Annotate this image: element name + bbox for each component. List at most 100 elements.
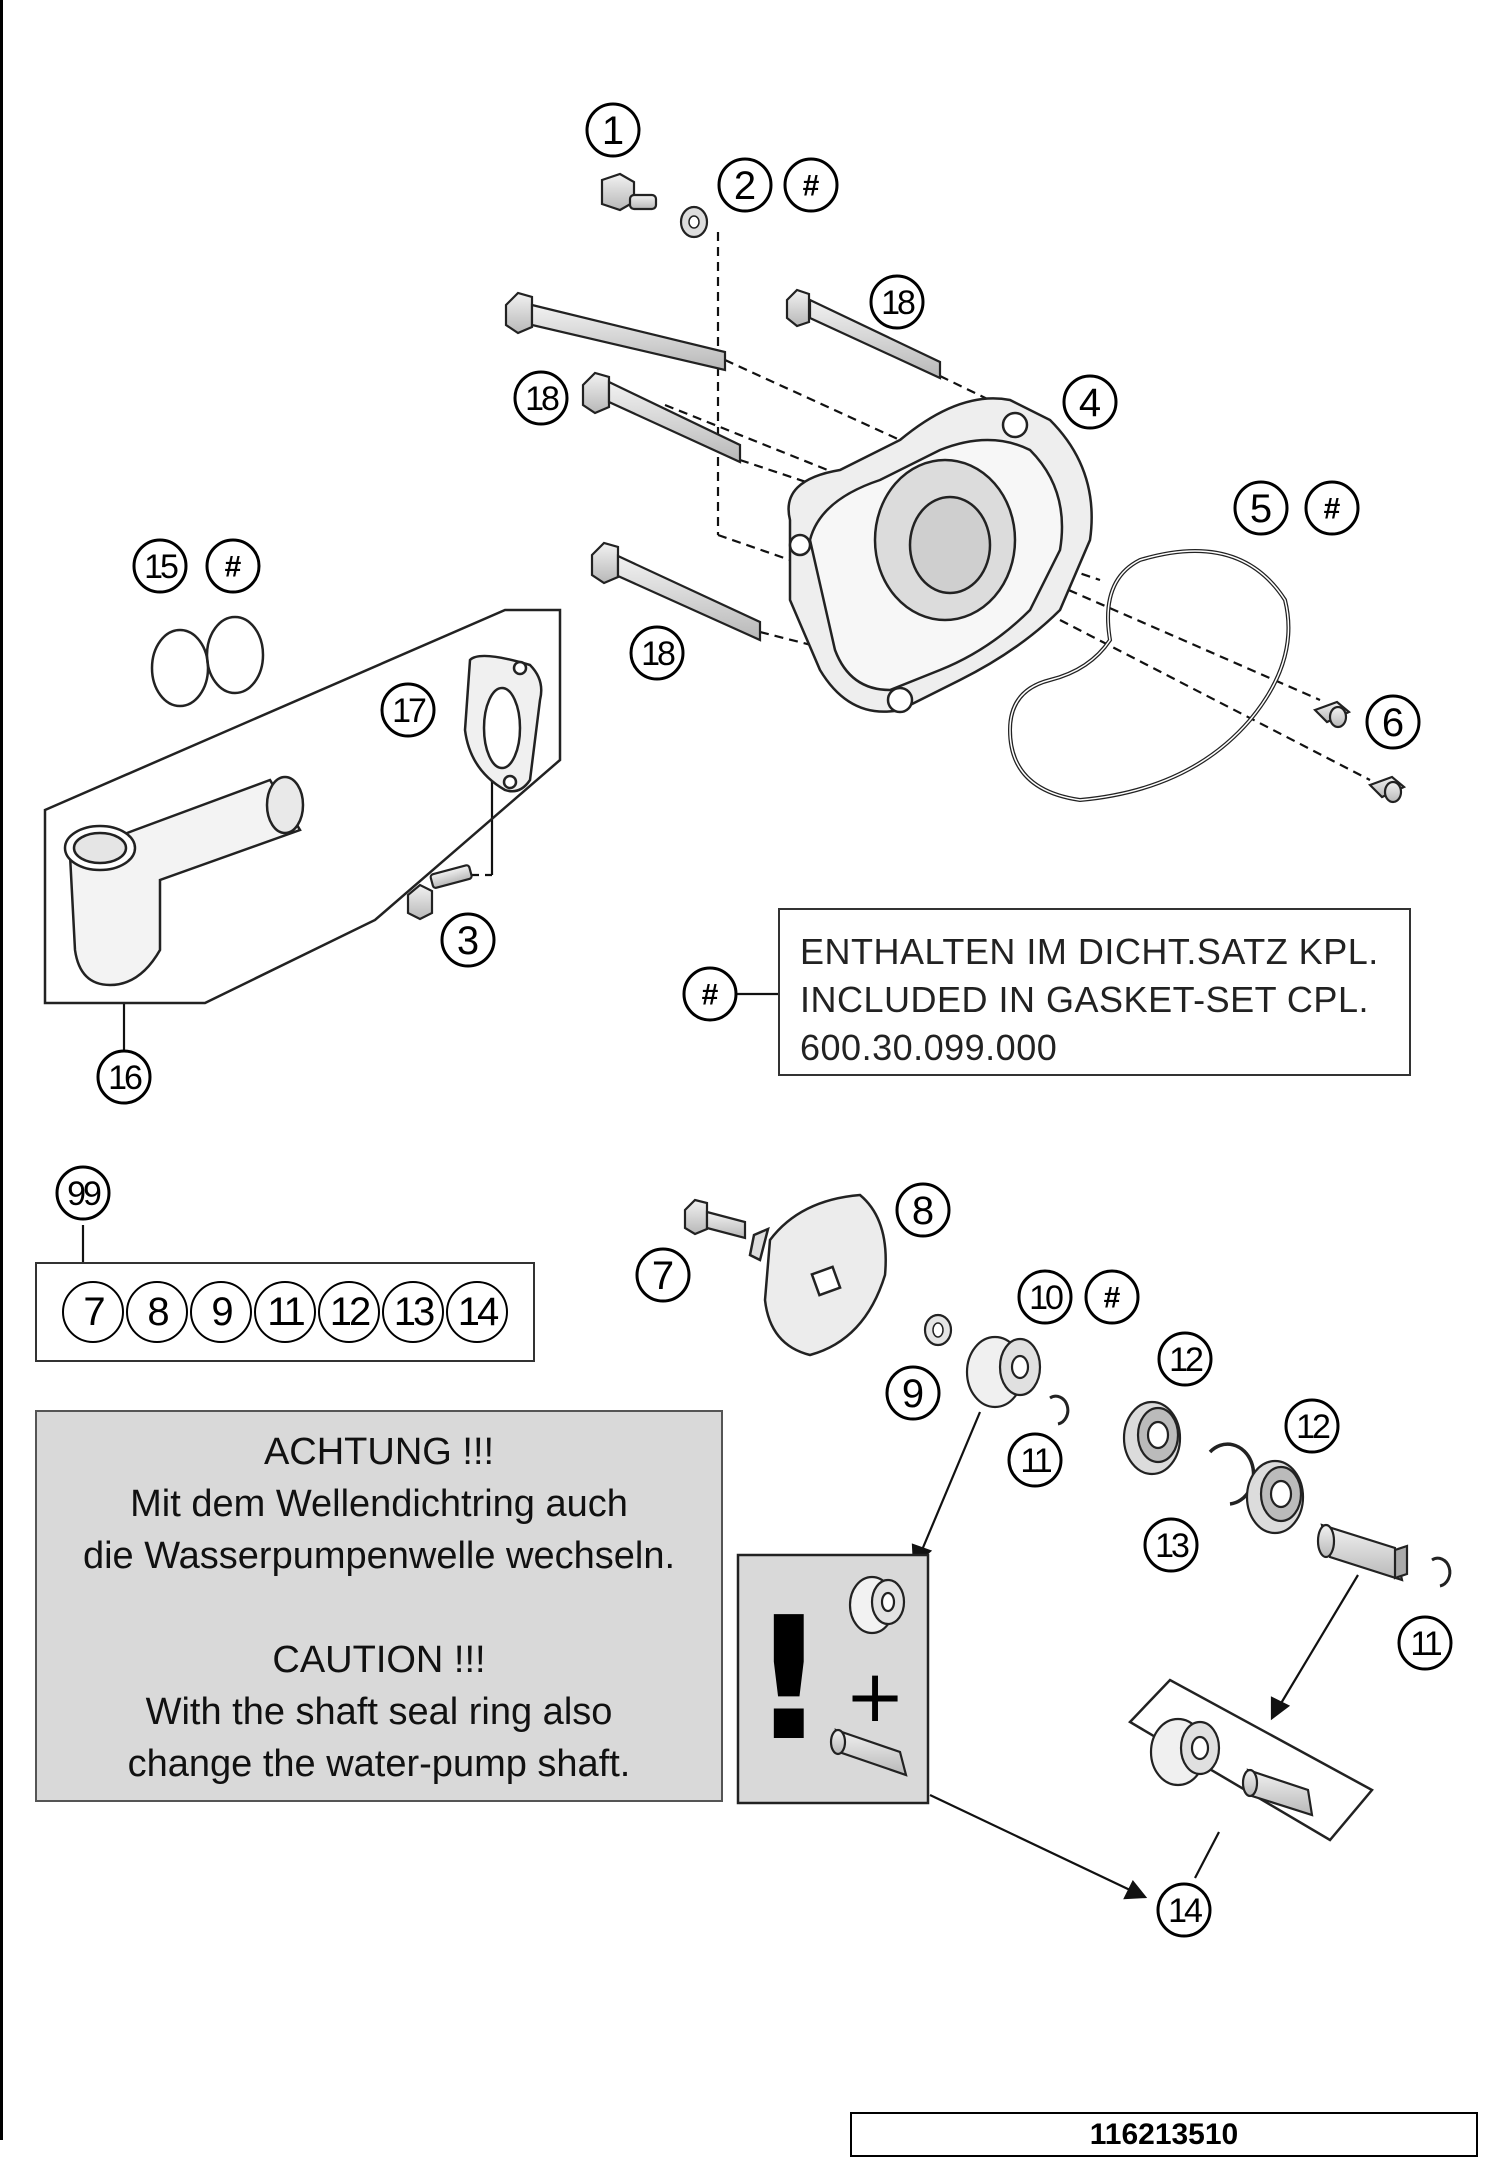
gasket-set-note: ENTHALTEN IM DICHT.SATZ KPL. INCLUDED IN…	[778, 908, 1411, 1076]
warning-en-line2: change the water-pump shaft.	[127, 1743, 631, 1785]
callout-circle	[885, 1365, 941, 1421]
warning-en-title: CAUTION !!!	[272, 1639, 486, 1681]
bolt-1	[600, 172, 658, 212]
pump-cover-4	[787, 397, 1093, 714]
callout-c13: 13	[1143, 1517, 1199, 1573]
callout-c12a: 12	[1157, 1331, 1213, 1387]
callout-label: 6	[1382, 701, 1404, 745]
callout-c18c: 18	[629, 625, 685, 681]
page-left-border	[0, 0, 3, 2140]
callout-circle	[55, 1165, 111, 1221]
callout-c7: 7	[635, 1247, 691, 1303]
inset-exclaim: !	[750, 1581, 828, 1779]
bolt-18-top	[785, 288, 942, 380]
callout-circle	[629, 625, 685, 681]
bolt-18-mid-left	[581, 371, 742, 464]
kit-item: 11	[254, 1281, 316, 1343]
bolt-18-upper-left	[504, 291, 727, 372]
callout-label: #	[702, 979, 719, 1012]
coolant-pipe	[63, 775, 305, 987]
inset-shaft-icon	[829, 1728, 908, 1777]
callout-label: 18	[881, 284, 915, 322]
callout-circle	[440, 912, 496, 968]
callout-circle	[96, 1049, 152, 1105]
callout-circle	[1365, 694, 1421, 750]
callout-c1: 1	[585, 102, 641, 158]
callout-circle	[1157, 1331, 1213, 1387]
callout-circle	[1062, 374, 1118, 430]
callout-c18b: 18	[513, 370, 569, 426]
callout-c5h: #	[1304, 480, 1360, 536]
circlip-11b	[1431, 1556, 1452, 1588]
callout-c10h: #	[1084, 1269, 1140, 1325]
bearing-12b	[1245, 1459, 1305, 1535]
callout-label: #	[1104, 1282, 1121, 1315]
callout-label: 14	[1168, 1892, 1202, 1930]
callout-c18a: 18	[869, 274, 925, 330]
callout-label: 13	[1155, 1527, 1189, 1565]
callout-chash: #	[682, 966, 738, 1022]
inset-seal-icon	[848, 1575, 906, 1635]
screw-3	[406, 864, 473, 921]
callout-circle	[895, 1182, 951, 1238]
callout-circle	[635, 1247, 691, 1303]
callout-c8: 8	[895, 1182, 951, 1238]
assembly-16-frame	[43, 608, 562, 1005]
callout-label: 17	[392, 692, 426, 730]
callout-circle	[1284, 1398, 1340, 1454]
warning-de-title: ACHTUNG !!!	[263, 1431, 495, 1473]
callout-label: 15	[144, 548, 178, 586]
callout-label: 2	[734, 164, 756, 208]
warning-de-line1: Mit dem Wellendichtring auch	[130, 1483, 628, 1525]
callout-circle	[585, 102, 641, 158]
drawing-reference-number: 116213510	[850, 2112, 1478, 2157]
callout-label: 8	[912, 1189, 934, 1233]
callout-label: #	[803, 170, 820, 203]
callout-c16: 16	[96, 1049, 152, 1105]
callout-circle	[1143, 1517, 1199, 1573]
callout-c2h: #	[783, 157, 839, 213]
dowel-6	[1313, 700, 1407, 804]
callout-c11a: 11	[1007, 1432, 1063, 1488]
callout-c5: 5	[1233, 480, 1289, 536]
gasket-note-line1: ENTHALTEN IM DICHT.SATZ KPL.	[800, 931, 1379, 972]
warning-en-line1: With the shaft seal ring also	[145, 1691, 613, 1733]
callout-label: #	[1324, 493, 1341, 526]
bolt-18-bottom	[590, 541, 762, 642]
callout-circle	[1304, 480, 1360, 536]
kit-item: 7	[62, 1281, 124, 1343]
callout-label: 18	[525, 380, 559, 418]
callout-c99: 99	[55, 1165, 111, 1221]
callout-c12b: 12	[1284, 1398, 1340, 1454]
gasket-note-line2: INCLUDED IN GASKET-SET CPL.	[800, 979, 1369, 1020]
callout-label: 5	[1250, 487, 1272, 531]
circlip-11a	[1049, 1394, 1070, 1426]
callout-label: 11	[1410, 1625, 1441, 1663]
callout-label: 1	[602, 109, 624, 153]
caution-notice: ACHTUNG !!! Mit dem Wellendichtring auch…	[35, 1410, 723, 1802]
callout-label: 12	[1296, 1408, 1330, 1446]
callout-label: 99	[67, 1175, 101, 1213]
o-rings-15	[150, 615, 265, 708]
impeller-8	[748, 1193, 887, 1357]
callout-circle	[869, 274, 925, 330]
callout-circle	[380, 682, 436, 738]
callout-label: 11	[1020, 1442, 1051, 1480]
callout-c17: 17	[380, 682, 436, 738]
callout-label: 10	[1029, 1279, 1063, 1317]
circlip-13	[1208, 1442, 1256, 1506]
pump-shaft	[1316, 1523, 1409, 1582]
callout-circle	[1397, 1615, 1453, 1671]
kit-item: 9	[190, 1281, 252, 1343]
assembly-14-parts	[1149, 1717, 1314, 1817]
bearing-12a	[1122, 1400, 1182, 1476]
callout-c11b: 11	[1397, 1615, 1453, 1671]
gasket-note-line3: 600.30.099.000	[800, 1027, 1058, 1068]
kit-item: 8	[126, 1281, 188, 1343]
kit-item: 12	[318, 1281, 380, 1343]
callout-circle	[205, 538, 261, 594]
bolt-7	[683, 1198, 747, 1240]
callout-label: #	[225, 551, 242, 584]
warning-de-line2: die Wasserpumpenwelle wechseln.	[82, 1535, 676, 1577]
